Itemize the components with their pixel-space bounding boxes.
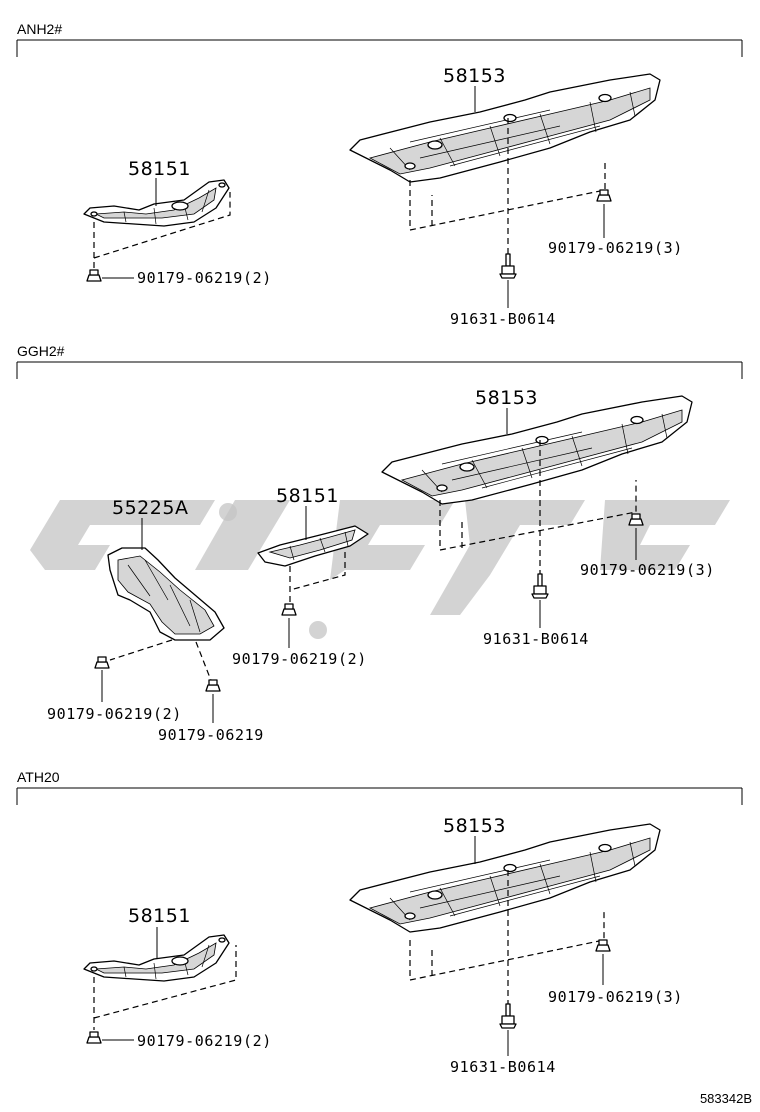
stud-bolt-icon xyxy=(499,253,517,279)
section-label: ATH20 xyxy=(17,769,60,785)
callout-bolt-right: 90179-06219(3) xyxy=(548,239,683,257)
callout-58153: 58153 xyxy=(443,65,506,87)
stud-bolt-icon xyxy=(499,1003,517,1029)
section-ath20 xyxy=(16,787,743,1056)
callout-bolt-left: 90179-06219(2) xyxy=(137,1032,272,1050)
callout-55225a: 55225A xyxy=(112,497,188,519)
bolt-icon xyxy=(86,1031,102,1044)
callout-stud: 91631-B0614 xyxy=(450,310,556,328)
callout-58153: 58153 xyxy=(443,815,506,837)
under-cover-58153 xyxy=(381,395,693,505)
under-cover-58153 xyxy=(349,823,661,933)
callout-stud: 91631-B0614 xyxy=(483,630,589,648)
stud-bolt-icon xyxy=(531,573,549,599)
callout-58151: 58151 xyxy=(128,905,191,927)
diagram-code: 583342B xyxy=(700,1091,752,1106)
section-ggh2 xyxy=(16,361,743,723)
callout-bolt-left: 90179-06219(2) xyxy=(137,269,272,287)
watermark xyxy=(30,500,730,639)
bolt-icon xyxy=(281,603,297,616)
callout-bolt-right: 90179-06219(3) xyxy=(580,561,715,579)
bolt-icon xyxy=(86,269,102,282)
bracket-58151-ggh xyxy=(257,525,369,567)
callout-58151: 58151 xyxy=(276,485,339,507)
section-anh2 xyxy=(16,39,743,308)
callout-bolt-mid: 90179-06219(2) xyxy=(232,650,367,668)
callout-bolt-liner-a: 90179-06219(2) xyxy=(47,705,182,723)
callout-bolt-liner-b: 90179-06219 xyxy=(158,726,264,744)
callout-bolt-right: 90179-06219(3) xyxy=(548,988,683,1006)
bolt-icon xyxy=(205,679,221,692)
callout-58151: 58151 xyxy=(128,158,191,180)
section-label: ANH2# xyxy=(17,21,62,37)
section-label: GGH2# xyxy=(17,343,65,359)
callout-58153: 58153 xyxy=(475,387,538,409)
liner-55225a xyxy=(107,547,225,641)
bolt-icon xyxy=(94,656,110,669)
under-cover-58153 xyxy=(349,73,661,183)
callout-stud: 91631-B0614 xyxy=(450,1058,556,1076)
